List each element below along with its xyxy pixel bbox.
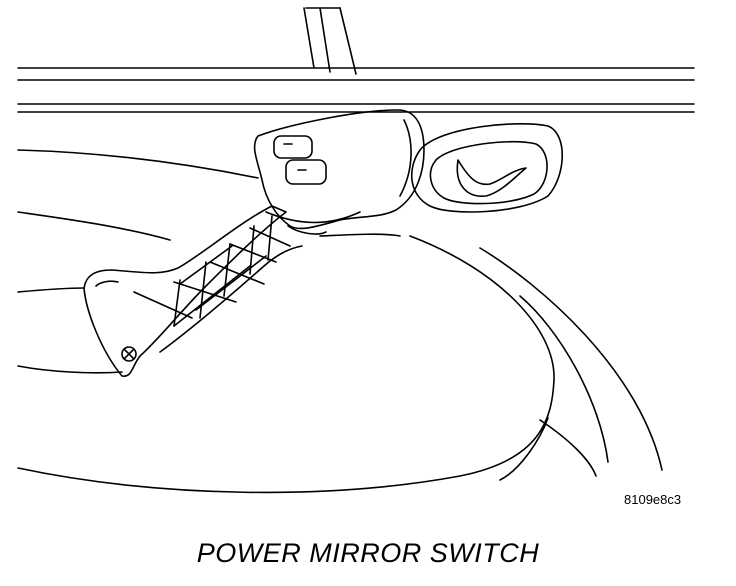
figure-caption: POWER MIRROR SWITCH — [196, 538, 540, 568]
switch-bezel — [253, 109, 425, 230]
window-frame — [17, 7, 695, 113]
figure-reference-code: 8109e8c3 — [624, 492, 682, 507]
power-mirror-switch-icon — [273, 135, 327, 185]
door-trim-panel — [17, 149, 663, 494]
door-release-handle-icon — [411, 123, 564, 213]
door-pull-handle-icon — [83, 205, 327, 377]
screw-icon — [121, 346, 137, 362]
